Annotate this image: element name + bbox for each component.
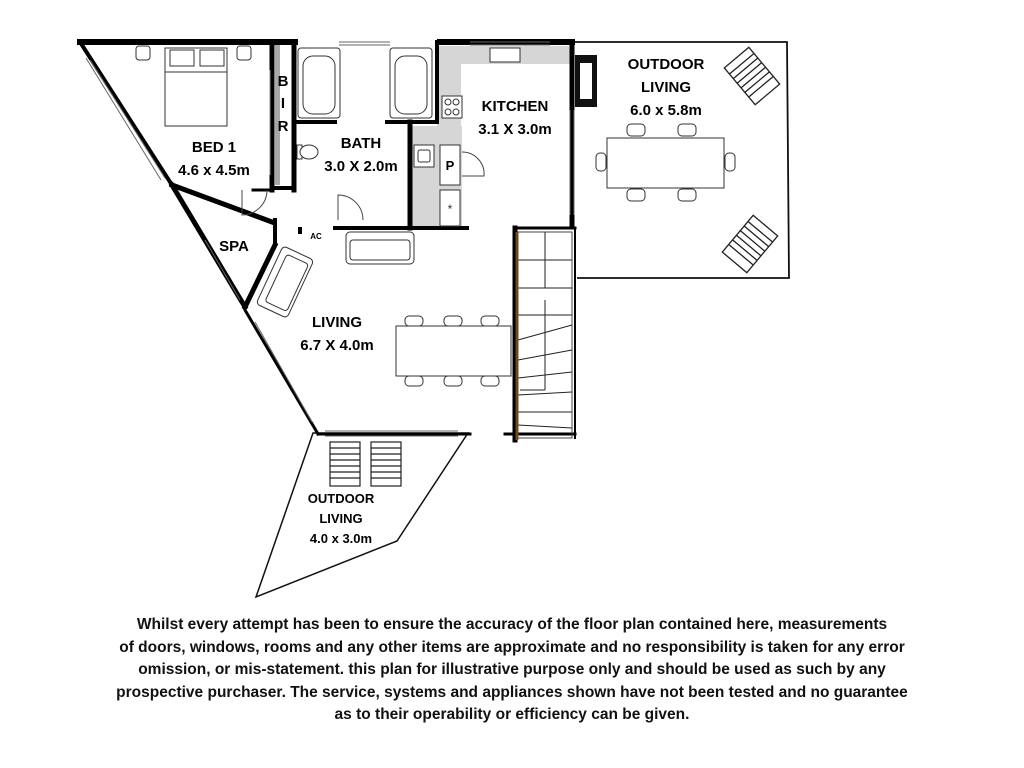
outdoor-bottom-name-line1: OUTDOOR (308, 491, 375, 506)
living-dims: 6.7 X 4.0m (300, 337, 373, 354)
windows (85, 41, 575, 437)
pantry: P (439, 144, 461, 186)
outdoor-bottom-dims: 4.0 x 3.0m (310, 531, 372, 546)
svg-text:*: * (448, 202, 453, 216)
floor-plan: B I R P * (77, 39, 790, 599)
pantry-label: P (446, 158, 455, 173)
fridge: * (439, 189, 461, 227)
sofa-kitchen-side (345, 231, 415, 265)
bathtubs (297, 47, 433, 119)
built-in-robe: B I R (269, 45, 289, 185)
disclaimer-line-5: as to their operability or efficiency ca… (334, 706, 690, 723)
sun-loungers-top (721, 46, 781, 274)
bed1-name: BED 1 (192, 139, 236, 156)
sofa-living (256, 246, 314, 318)
disclaimer-line-2: of doors, windows, rooms and any other i… (119, 638, 905, 656)
doors (241, 151, 485, 221)
double-bed (135, 45, 252, 127)
outdoor-deck-top-outline (573, 41, 790, 279)
kitchen-dims: 3.1 X 3.0m (478, 121, 551, 138)
bath-dims: 3.0 X 2.0m (324, 158, 397, 175)
staircase (515, 231, 573, 440)
cooktop (441, 95, 463, 119)
spa-name: SPA (219, 238, 249, 255)
living-name: LIVING (312, 314, 362, 331)
ac-label: AC (310, 232, 322, 241)
dining-table (395, 315, 512, 387)
sun-loungers-bottom (329, 441, 402, 487)
bir-letter-i: I (281, 95, 285, 112)
outdoor-top-dims: 6.0 x 5.8m (630, 102, 702, 119)
disclaimer: Whilst every attempt has been to ensure … (60, 614, 964, 727)
bir-letter-b: B (278, 73, 289, 90)
kitchen-name: KITCHEN (482, 98, 549, 115)
toilet (296, 144, 319, 160)
kitchen-sink (489, 47, 521, 63)
bbq (575, 55, 597, 107)
bir-letter-r: R (278, 118, 289, 135)
outdoor-table (595, 123, 736, 202)
disclaimer-line-3: omission, or mis-statement. this plan fo… (138, 661, 886, 678)
bath-name: BATH (341, 135, 382, 152)
outdoor-bottom-name-line2: LIVING (319, 511, 362, 526)
disclaimer-line-4: prospective purchaser. The service, syst… (116, 683, 908, 701)
outdoor-top-name-line1: OUTDOOR (628, 56, 705, 73)
disclaimer-line-1: Whilst every attempt has been to ensure … (136, 616, 888, 633)
interior-walls (251, 39, 577, 443)
room-labels: BED 1 4.6 x 4.5m BATH 3.0 X 2.0m KITCHEN… (178, 56, 704, 546)
bed1-dims: 4.6 x 4.5m (178, 162, 250, 179)
vanity-basin (413, 144, 435, 168)
outdoor-top-name-line2: LIVING (641, 79, 691, 96)
